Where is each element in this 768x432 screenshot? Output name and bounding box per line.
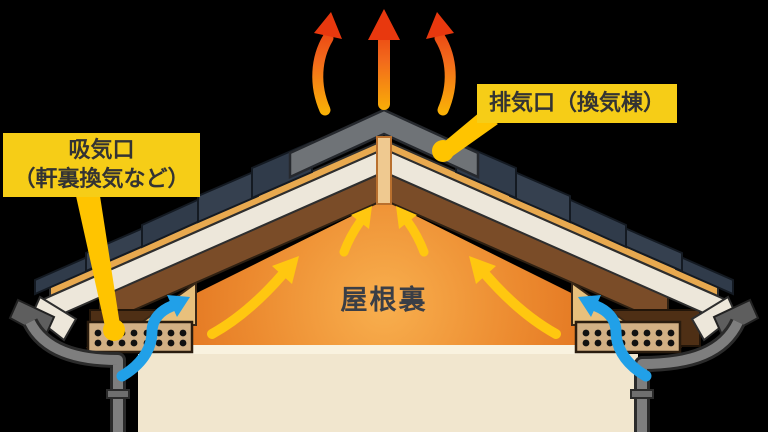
heat-exhaust-arrows: [312, 9, 456, 116]
gutter-left: [8, 298, 130, 432]
exhaust-callout-pointer: [432, 112, 498, 162]
eave-vent-left: [86, 320, 194, 354]
house-wall: [138, 354, 638, 432]
intake-vent-label-line2: （軒裏換気など）: [13, 167, 190, 192]
intake-callout-pointer: [76, 196, 125, 341]
exhaust-vent-label-text: 排気口（換気棟）: [488, 91, 665, 116]
intake-arrow-left: [116, 295, 190, 382]
ridge-post: [376, 136, 392, 205]
intake-vent-label-line1: 吸気口: [68, 138, 135, 163]
gutter-right: [630, 298, 760, 432]
intake-arrow-right: [578, 295, 652, 382]
exhaust-vent-label: 排気口（換気棟）: [477, 84, 677, 123]
eave-vent-right: [574, 320, 682, 354]
intake-vent-label: 吸気口 （軒裏換気など）: [3, 133, 200, 197]
attic-air-arrows: [207, 206, 561, 339]
roof-tiles-right: [455, 140, 734, 296]
attic-space: [86, 200, 682, 348]
attic-label-text: 屋根裏: [340, 285, 428, 316]
ceiling-strip: [146, 345, 622, 355]
attic-label: 屋根裏: [300, 278, 468, 317]
